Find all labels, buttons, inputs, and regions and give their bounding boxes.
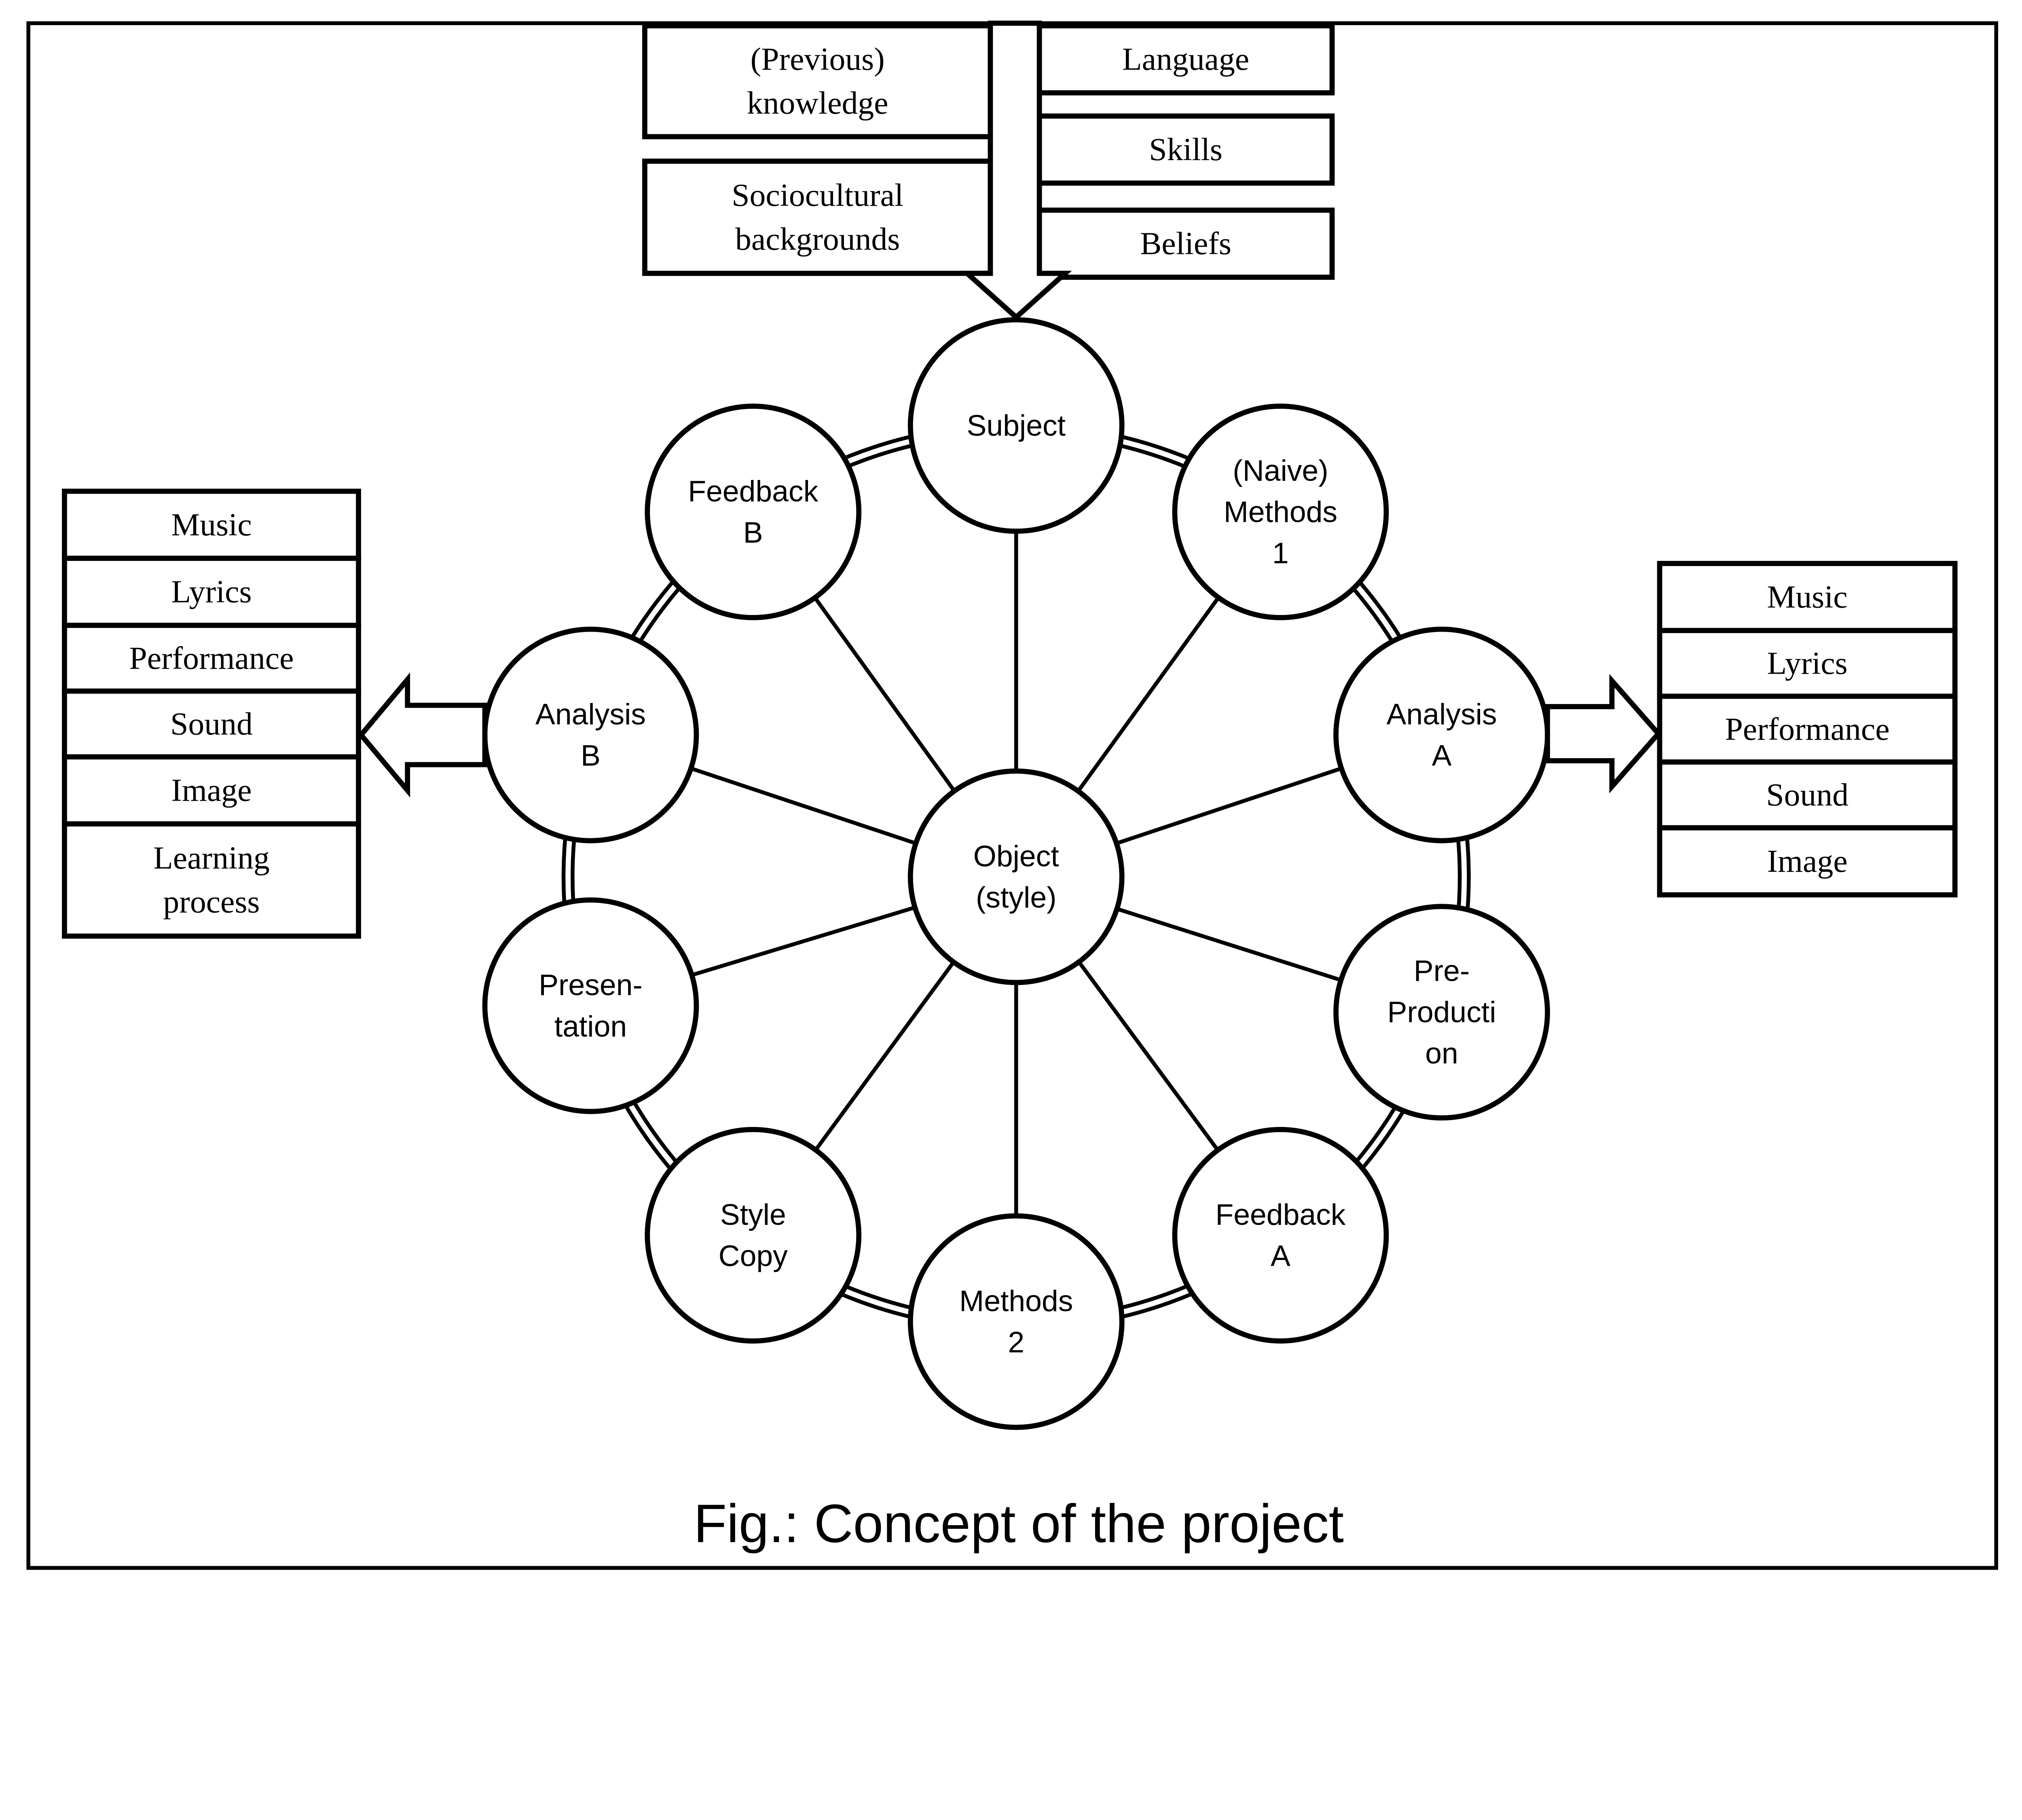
- label-line: B: [743, 516, 763, 549]
- left-list-item: Learning process: [62, 821, 361, 939]
- label-line: Subject: [967, 409, 1066, 442]
- top-right-box-border: [1036, 23, 1335, 95]
- left-list-item-border: [62, 623, 361, 694]
- left-list-item: Image: [62, 754, 361, 827]
- left-list-item-border: [62, 821, 361, 939]
- label-line: Performance: [129, 640, 294, 676]
- label-line: Methods: [959, 1284, 1073, 1317]
- label-line: Language: [1122, 42, 1249, 77]
- label-line: Lyrics: [171, 574, 252, 610]
- right-list-item-border: [1657, 693, 1958, 765]
- label-line: Copy: [719, 1239, 788, 1273]
- top-right-box-border: [1036, 113, 1335, 186]
- label-line: Analysis: [1387, 698, 1497, 731]
- label-line: A: [1271, 1239, 1290, 1273]
- node-style-copy-circle: [645, 1127, 862, 1344]
- right-list-item: Lyrics: [1657, 628, 1958, 699]
- node-pre-production: Pre- Producti on: [1333, 904, 1550, 1121]
- node-methods-2: Methods 2: [907, 1213, 1125, 1430]
- label-line: tation: [554, 1010, 627, 1043]
- left-list-item-border: [62, 688, 361, 760]
- left-list-item: Performance: [62, 623, 361, 694]
- label-line: knowledge: [747, 85, 888, 121]
- left-list-item: Music: [62, 488, 361, 561]
- label-line: Feedback: [688, 475, 818, 508]
- down-arrow: [960, 21, 1072, 321]
- right-list-item-border: [1657, 561, 1958, 633]
- node-methods-2-circle: [907, 1213, 1125, 1430]
- label-line: 1: [1272, 537, 1289, 570]
- label-line: (Previous): [751, 42, 885, 77]
- label-line: (Naive): [1233, 454, 1328, 487]
- label-line: Sociocultural: [732, 178, 903, 213]
- left-arrow: [357, 672, 488, 798]
- label-line: 2: [1008, 1326, 1024, 1359]
- label-line: Object: [973, 839, 1059, 873]
- label-line: Music: [1767, 579, 1847, 615]
- label-line: Image: [171, 773, 252, 808]
- right-list-item-border: [1657, 628, 1958, 699]
- left-list-item: Lyrics: [62, 556, 361, 628]
- label-line: Music: [171, 507, 252, 543]
- top-right-box: Skills: [1036, 113, 1335, 186]
- label-line: B: [581, 739, 601, 772]
- left-list-item: Sound: [62, 688, 361, 760]
- top-left-box-border: [642, 159, 993, 276]
- label-line: process: [163, 884, 260, 920]
- node-feedback-a-circle: [1172, 1127, 1389, 1344]
- label-line: Feedback: [1215, 1198, 1345, 1231]
- label-line: Sound: [170, 706, 253, 742]
- right-list-item-border: [1657, 759, 1958, 831]
- right-list-item: Image: [1657, 825, 1958, 898]
- label-line: Methods: [1224, 495, 1337, 528]
- top-left-box: (Previous) knowledge: [642, 23, 993, 140]
- label-line: (style): [976, 881, 1057, 914]
- label-line: Presen-: [539, 968, 643, 1002]
- node-presentation-circle: [482, 897, 699, 1114]
- top-right-box: Language: [1036, 23, 1335, 95]
- label-line: Beliefs: [1140, 226, 1231, 262]
- node-pre-production-circle: [1333, 904, 1550, 1121]
- right-arrow: [1545, 674, 1662, 794]
- node-object-style-circle: [907, 768, 1125, 985]
- node-analysis-a-circle: [1333, 626, 1550, 843]
- node-naive-methods-1-circle: [1172, 404, 1389, 620]
- label-line: Producti: [1387, 996, 1496, 1029]
- label-line: backgrounds: [735, 222, 900, 257]
- label-line: Performance: [1725, 711, 1889, 747]
- label-line: Lyrics: [1767, 646, 1847, 681]
- node-object-style: Object (style): [907, 768, 1125, 985]
- right-list-item-border: [1657, 825, 1958, 898]
- node-subject: Subject: [907, 317, 1125, 534]
- label-line: Style: [720, 1198, 786, 1231]
- right-list-item: Music: [1657, 561, 1958, 633]
- label-line: Analysis: [535, 698, 646, 731]
- left-list-item-border: [62, 488, 361, 561]
- label-line: on: [1425, 1037, 1458, 1070]
- right-list-item: Performance: [1657, 693, 1958, 765]
- node-analysis-b-circle: [482, 626, 699, 843]
- top-left-box: Sociocultural backgrounds: [642, 159, 993, 276]
- right-list-item: Sound: [1657, 759, 1958, 831]
- label-line: Learning: [153, 840, 270, 876]
- node-presentation: Presen-tation: [482, 897, 699, 1114]
- label-line: Image: [1767, 843, 1847, 879]
- label-line: Skills: [1149, 132, 1223, 167]
- label-line: Pre-: [1414, 954, 1470, 987]
- top-right-box: Beliefs: [1036, 207, 1335, 280]
- label-line: A: [1432, 739, 1452, 772]
- node-naive-methods-1: (Naive) Methods 1: [1172, 404, 1389, 620]
- node-feedback-b-circle: [645, 404, 862, 620]
- label-line: Sound: [1766, 777, 1849, 813]
- figure-caption: Fig.: Concept of the project: [694, 1494, 1344, 1554]
